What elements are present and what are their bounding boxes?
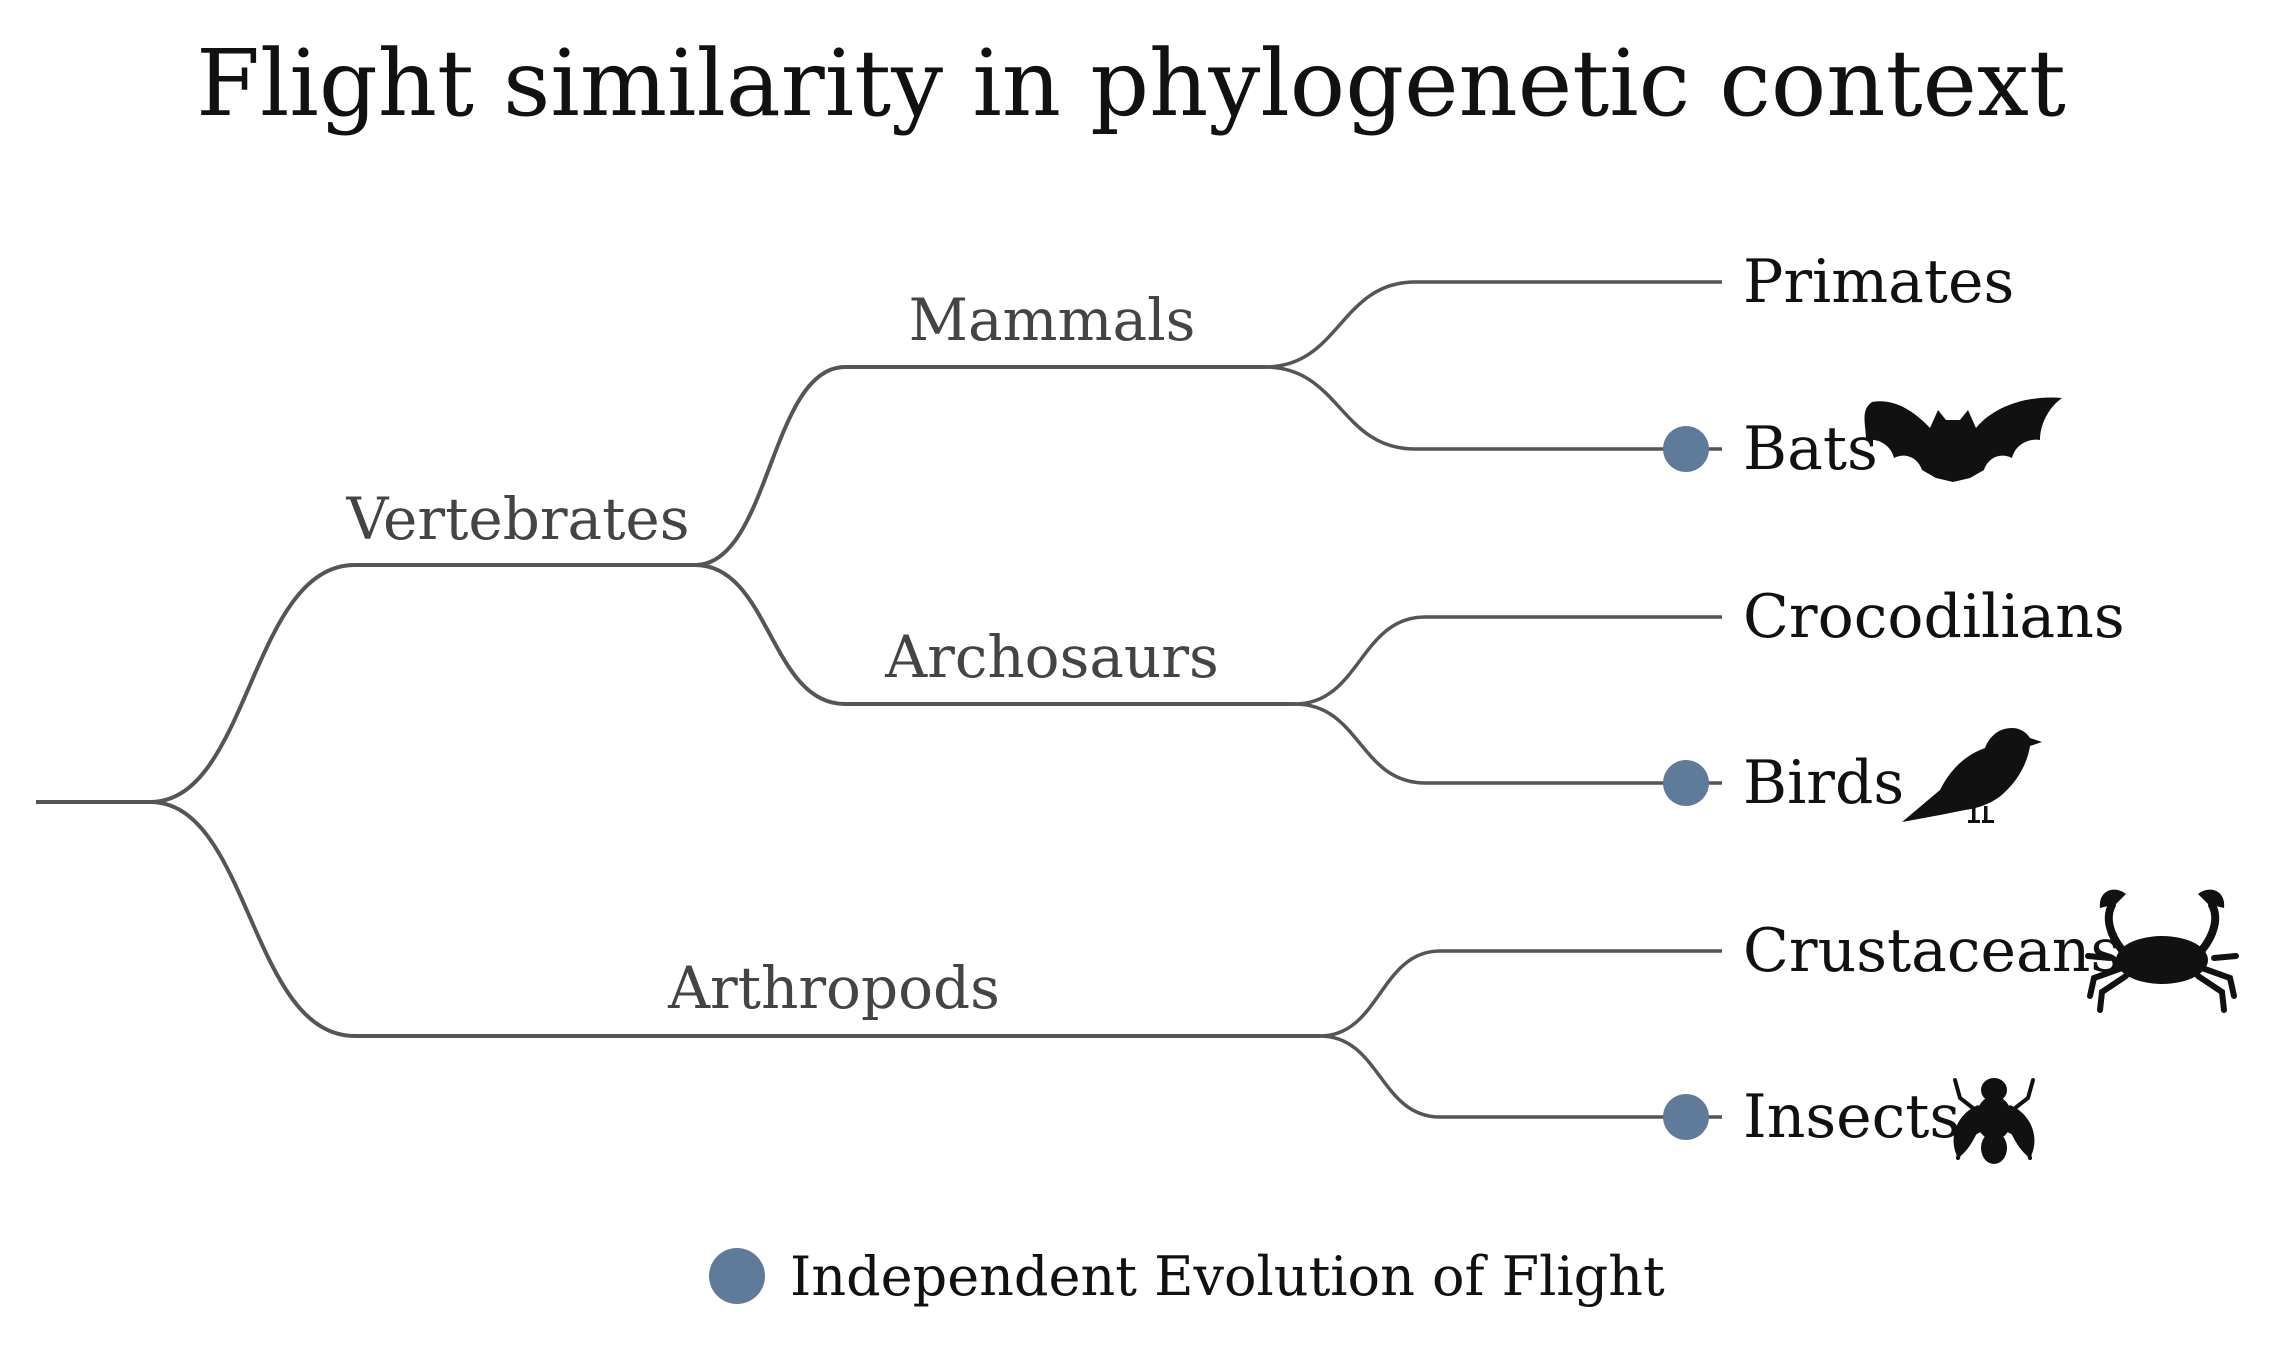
- crustaceans-branch: [1319, 949, 1722, 1038]
- insects-branch: [1319, 1034, 1722, 1119]
- tip-label-bats: Bats: [1743, 414, 1878, 484]
- primates-branch: [1264, 280, 1722, 369]
- legend-label: Independent Evolution of Flight: [790, 1245, 1665, 1308]
- bird-icon: [1902, 728, 2042, 823]
- mammals-branch: [694, 365, 1265, 567]
- clade-label-arthropods: Arthropods: [667, 954, 1000, 1022]
- fly-icon: [1953, 1078, 2035, 1164]
- birds-branch: [1294, 702, 1722, 785]
- tip-label-insects: Insects: [1743, 1082, 1960, 1152]
- arthropods-branch: [149, 800, 1320, 1038]
- clade-label-vertebrates: Vertebrates: [345, 485, 689, 553]
- diagram-title: Flight similarity in phylogenetic contex…: [196, 30, 2066, 137]
- clade-label-archosaurs: Archosaurs: [884, 623, 1219, 691]
- tip-label-primates: Primates: [1743, 247, 2014, 317]
- flight-marker-insects: [1663, 1094, 1709, 1140]
- flight-marker-bats: [1663, 426, 1709, 472]
- clade-label-mammals: Mammals: [909, 286, 1196, 354]
- crocodilians-branch: [1294, 615, 1722, 706]
- legend-marker: [709, 1248, 765, 1304]
- crab-icon: [2085, 889, 2239, 1013]
- flight-marker-birds: [1663, 760, 1709, 806]
- bat-icon: [1864, 397, 2062, 482]
- bats-branch: [1264, 365, 1722, 451]
- tip-label-crocodilians: Crocodilians: [1743, 582, 2125, 652]
- vertebrates-branch: [149, 563, 695, 804]
- archosaurs-branch: [694, 563, 1295, 706]
- tip-label-birds: Birds: [1743, 748, 1904, 818]
- tip-label-crustaceans: Crustaceans: [1743, 916, 2121, 986]
